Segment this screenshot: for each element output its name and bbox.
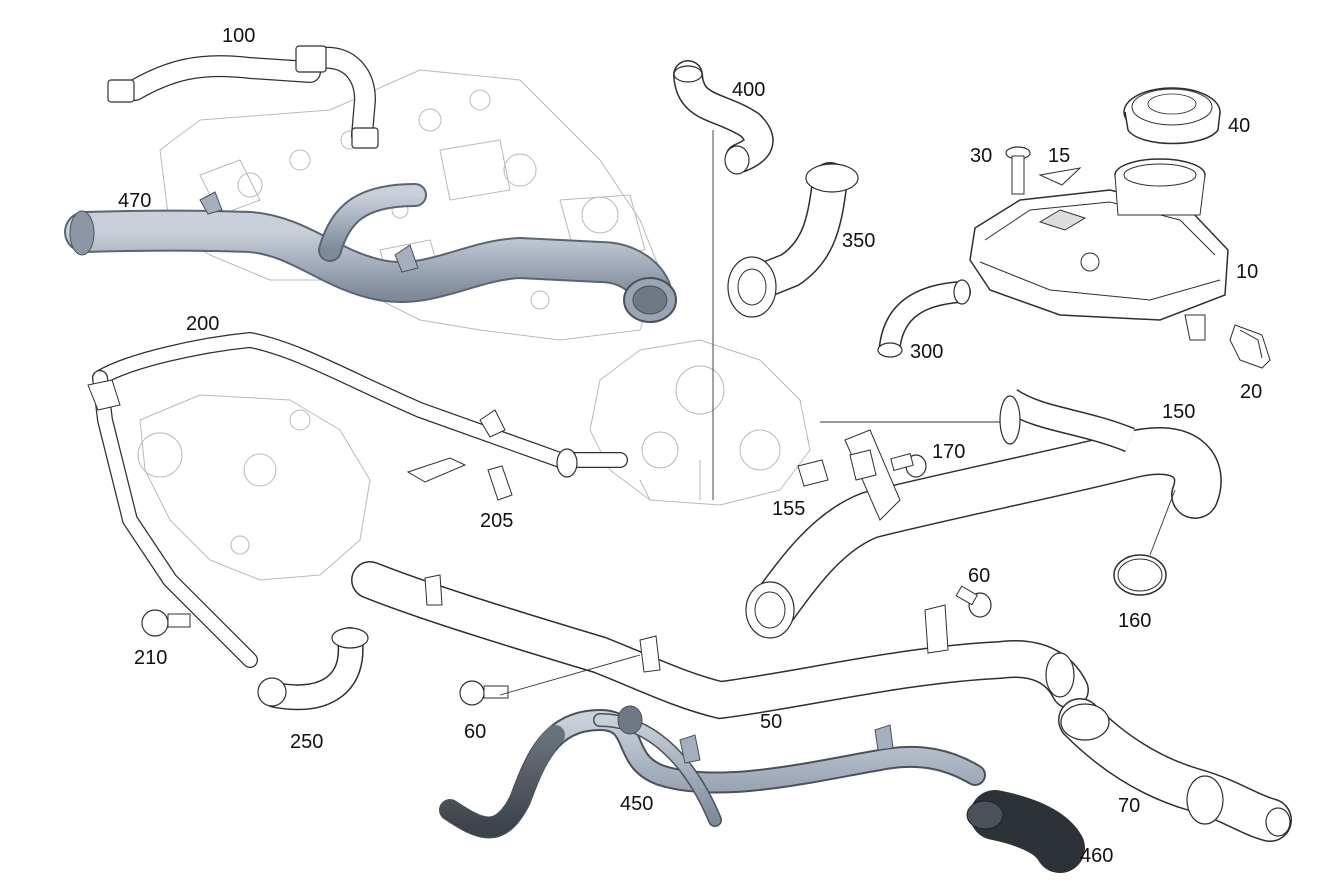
part-70-hose[interactable] bbox=[1058, 698, 1292, 842]
part-40-cap[interactable] bbox=[1123, 87, 1221, 145]
callout-30: 30 bbox=[970, 145, 992, 167]
callout-400: 400 bbox=[732, 79, 765, 101]
callout-60-upper: 60 bbox=[968, 565, 990, 587]
thermostat-housing-ghost bbox=[589, 339, 811, 506]
callout-250: 250 bbox=[290, 731, 323, 753]
part-250-hose[interactable] bbox=[257, 627, 369, 711]
part-15-triangle-marker bbox=[1038, 167, 1082, 186]
callout-205: 205 bbox=[480, 510, 513, 532]
callout-100: 100 bbox=[222, 25, 255, 47]
part-460-hose[interactable] bbox=[966, 790, 1085, 873]
callout-450: 450 bbox=[620, 793, 653, 815]
part-470-coolant-pipe[interactable] bbox=[64, 183, 677, 323]
callout-70: 70 bbox=[1118, 795, 1140, 817]
part-30-bolt[interactable] bbox=[1005, 146, 1031, 195]
part-400-hose[interactable] bbox=[673, 60, 774, 175]
part-450-hose-assembly[interactable] bbox=[439, 705, 986, 839]
part-155-clip[interactable] bbox=[797, 459, 829, 487]
part-170-bolt[interactable] bbox=[890, 453, 927, 478]
callout-160: 160 bbox=[1118, 610, 1151, 632]
callout-460: 460 bbox=[1080, 845, 1113, 867]
part-350-hose[interactable] bbox=[727, 162, 859, 318]
callout-200: 200 bbox=[186, 313, 219, 335]
callout-labels: 100 400 40 30 15 470 350 10 200 300 20 1… bbox=[118, 25, 1262, 867]
callout-210: 210 bbox=[134, 647, 167, 669]
part-210-bolt[interactable] bbox=[141, 609, 191, 637]
callout-15: 15 bbox=[1048, 145, 1070, 167]
part-160-clamp[interactable] bbox=[1113, 489, 1176, 596]
part-205-clip[interactable] bbox=[406, 457, 513, 501]
callout-155: 155 bbox=[772, 498, 805, 520]
callout-10: 10 bbox=[1236, 261, 1258, 283]
part-150-hose[interactable] bbox=[745, 388, 1222, 639]
callout-470: 470 bbox=[118, 190, 151, 212]
part-60-bolt-upper[interactable] bbox=[955, 585, 992, 618]
callout-350: 350 bbox=[842, 230, 875, 252]
callout-60-lower: 60 bbox=[464, 721, 486, 743]
callout-40: 40 bbox=[1228, 115, 1250, 137]
callout-50: 50 bbox=[760, 711, 782, 733]
callout-300: 300 bbox=[910, 341, 943, 363]
part-60-bolt-lower[interactable] bbox=[459, 680, 509, 706]
part-300-hose[interactable] bbox=[877, 279, 971, 358]
part-50-pipe[interactable] bbox=[351, 561, 1089, 720]
part-10-expansion-tank[interactable] bbox=[969, 158, 1229, 341]
callout-150: 150 bbox=[1162, 401, 1195, 423]
leader-line-60 bbox=[499, 654, 641, 696]
callout-20: 20 bbox=[1240, 381, 1262, 403]
water-pump-ghost bbox=[137, 394, 371, 581]
part-20-clip[interactable] bbox=[1229, 324, 1271, 369]
callout-170: 170 bbox=[932, 441, 965, 463]
part-100-hose[interactable] bbox=[107, 45, 379, 149]
part-200-pipe[interactable] bbox=[87, 331, 628, 668]
